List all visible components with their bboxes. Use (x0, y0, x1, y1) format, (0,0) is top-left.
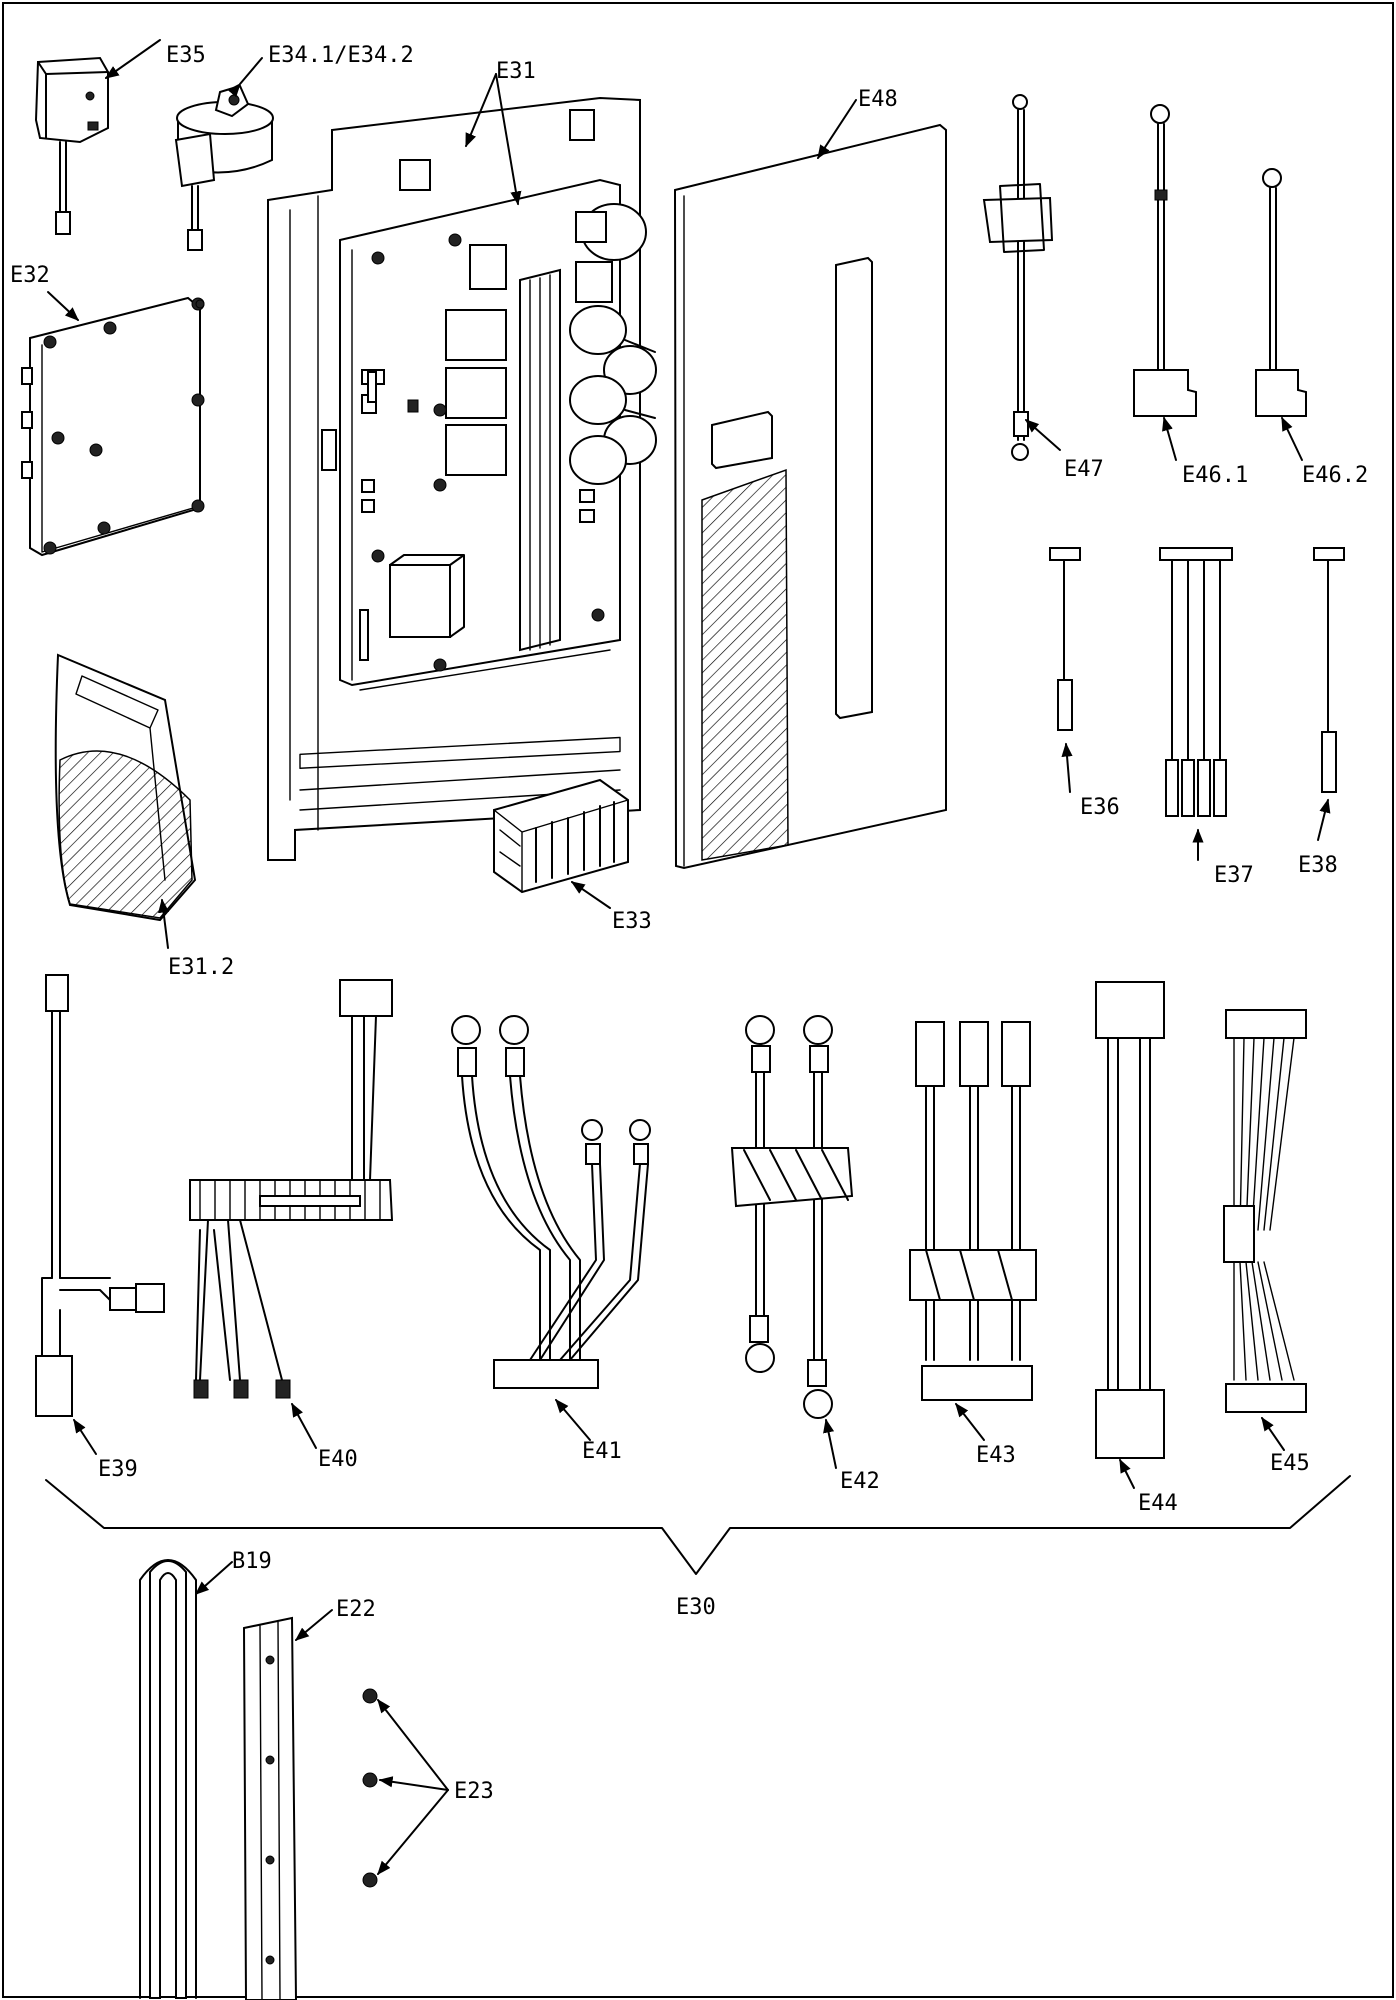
part-e42-lead (730, 1015, 854, 1469)
label-e35: E35 (166, 43, 206, 68)
part-e46-1-lead (1133, 104, 1197, 461)
part-e36-thermistor (1049, 547, 1081, 793)
part-e46-2-lead (1255, 168, 1307, 461)
part-e41-leads (451, 1015, 651, 1441)
label-e31-2: E31.2 (168, 955, 234, 980)
label-e34: E34.1/E34.2 (268, 43, 414, 68)
part-e48-cover (673, 99, 947, 870)
label-b19: B19 (232, 1549, 272, 1574)
part-e23-screws (362, 1688, 449, 1888)
label-e47: E47 (1064, 457, 1104, 482)
label-e46-1: E46.1 (1182, 463, 1248, 488)
label-e36: E36 (1080, 795, 1120, 820)
part-e32-board (21, 291, 205, 557)
label-e43: E43 (976, 1443, 1016, 1468)
label-e46-2: E46.2 (1302, 463, 1368, 488)
label-e37: E37 (1214, 863, 1254, 888)
part-e31-control-board (267, 73, 657, 861)
label-e44: E44 (1138, 1491, 1178, 1516)
label-e33: E33 (612, 909, 652, 934)
label-e22: E22 (336, 1597, 376, 1622)
part-e35-sensor (34, 39, 161, 235)
label-e23: E23 (454, 1779, 494, 1804)
part-e22-rail (242, 1609, 333, 2000)
part-e47-lead (982, 94, 1061, 461)
part-e45-harness (1223, 1009, 1307, 1451)
label-e39: E39 (98, 1457, 138, 1482)
callout-labels: E35 E34.1/E34.2 E31 E48 E32 E47 E46.1 E4… (10, 43, 1368, 1804)
label-e31: E31 (496, 59, 536, 84)
label-e48: E48 (858, 87, 898, 112)
label-e41: E41 (582, 1439, 622, 1464)
label-e42: E42 (840, 1469, 880, 1494)
part-b19-tube (139, 1559, 233, 1999)
part-e34-motor (174, 57, 274, 251)
part-e43-lead (909, 1021, 1037, 1441)
part-e37-thermistor-set (1159, 547, 1233, 861)
label-e32: E32 (10, 263, 50, 288)
part-e39-harness (35, 974, 165, 1455)
part-e44-lead (1095, 981, 1165, 1489)
label-e45: E45 (1270, 1451, 1310, 1476)
part-e38-thermistor (1313, 547, 1345, 841)
label-e38: E38 (1298, 853, 1338, 878)
part-e33-terminal-block (493, 778, 629, 909)
label-e30: E30 (676, 1595, 716, 1620)
e30-group-brace (45, 1475, 1351, 1575)
part-e40-harness (189, 979, 394, 1449)
label-e40: E40 (318, 1447, 358, 1472)
part-e31-2-bag (54, 653, 197, 949)
